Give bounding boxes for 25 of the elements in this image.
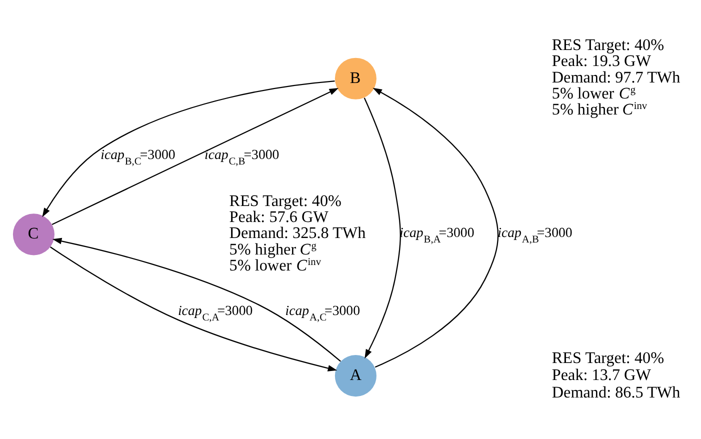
edge-label: icap$_{C,A}$=3000 bbox=[178, 302, 253, 323]
edge-label: icap$_{A,C}$=3000 bbox=[285, 302, 360, 323]
arrow bbox=[52, 237, 341, 362]
arrow bbox=[372, 87, 499, 368]
node-label: RES Target: 40% bbox=[552, 36, 664, 54]
node-circle: B bbox=[334, 57, 376, 99]
node-label: RES Target: 40% bbox=[552, 349, 664, 366]
node-label: 5% lower C$^{inv}$ bbox=[229, 256, 322, 274]
node-label: 5% higher C$^{g}$ bbox=[229, 240, 316, 258]
edge-label: icap$_{A,B}$=3000 bbox=[498, 224, 572, 245]
node-label: Demand: 97.7 TWh bbox=[552, 68, 680, 86]
node-label: Peak: 57.6 GW bbox=[229, 208, 328, 226]
edge-label: icap$_{C,B}$=3000 bbox=[204, 146, 280, 167]
node-label: RES Target: 40% bbox=[229, 192, 342, 210]
node-circle: A bbox=[334, 354, 376, 396]
node-label: 5% lower C$^{g}$ bbox=[552, 84, 636, 102]
arrow bbox=[364, 97, 401, 358]
node-label: 5% higher C$^{inv}$ bbox=[552, 100, 648, 118]
node-label: Peak: 13.7 GW bbox=[552, 366, 651, 384]
node-circle: C bbox=[12, 213, 54, 255]
edge-label: icap$_{B,C}$=3000 bbox=[100, 146, 176, 167]
node-label: Demand: 86.5 TWh bbox=[552, 384, 680, 401]
arrow bbox=[50, 246, 338, 371]
node-label: Demand: 325.8 TWh bbox=[229, 224, 366, 242]
node-label: Peak: 19.3 GW bbox=[552, 52, 651, 70]
